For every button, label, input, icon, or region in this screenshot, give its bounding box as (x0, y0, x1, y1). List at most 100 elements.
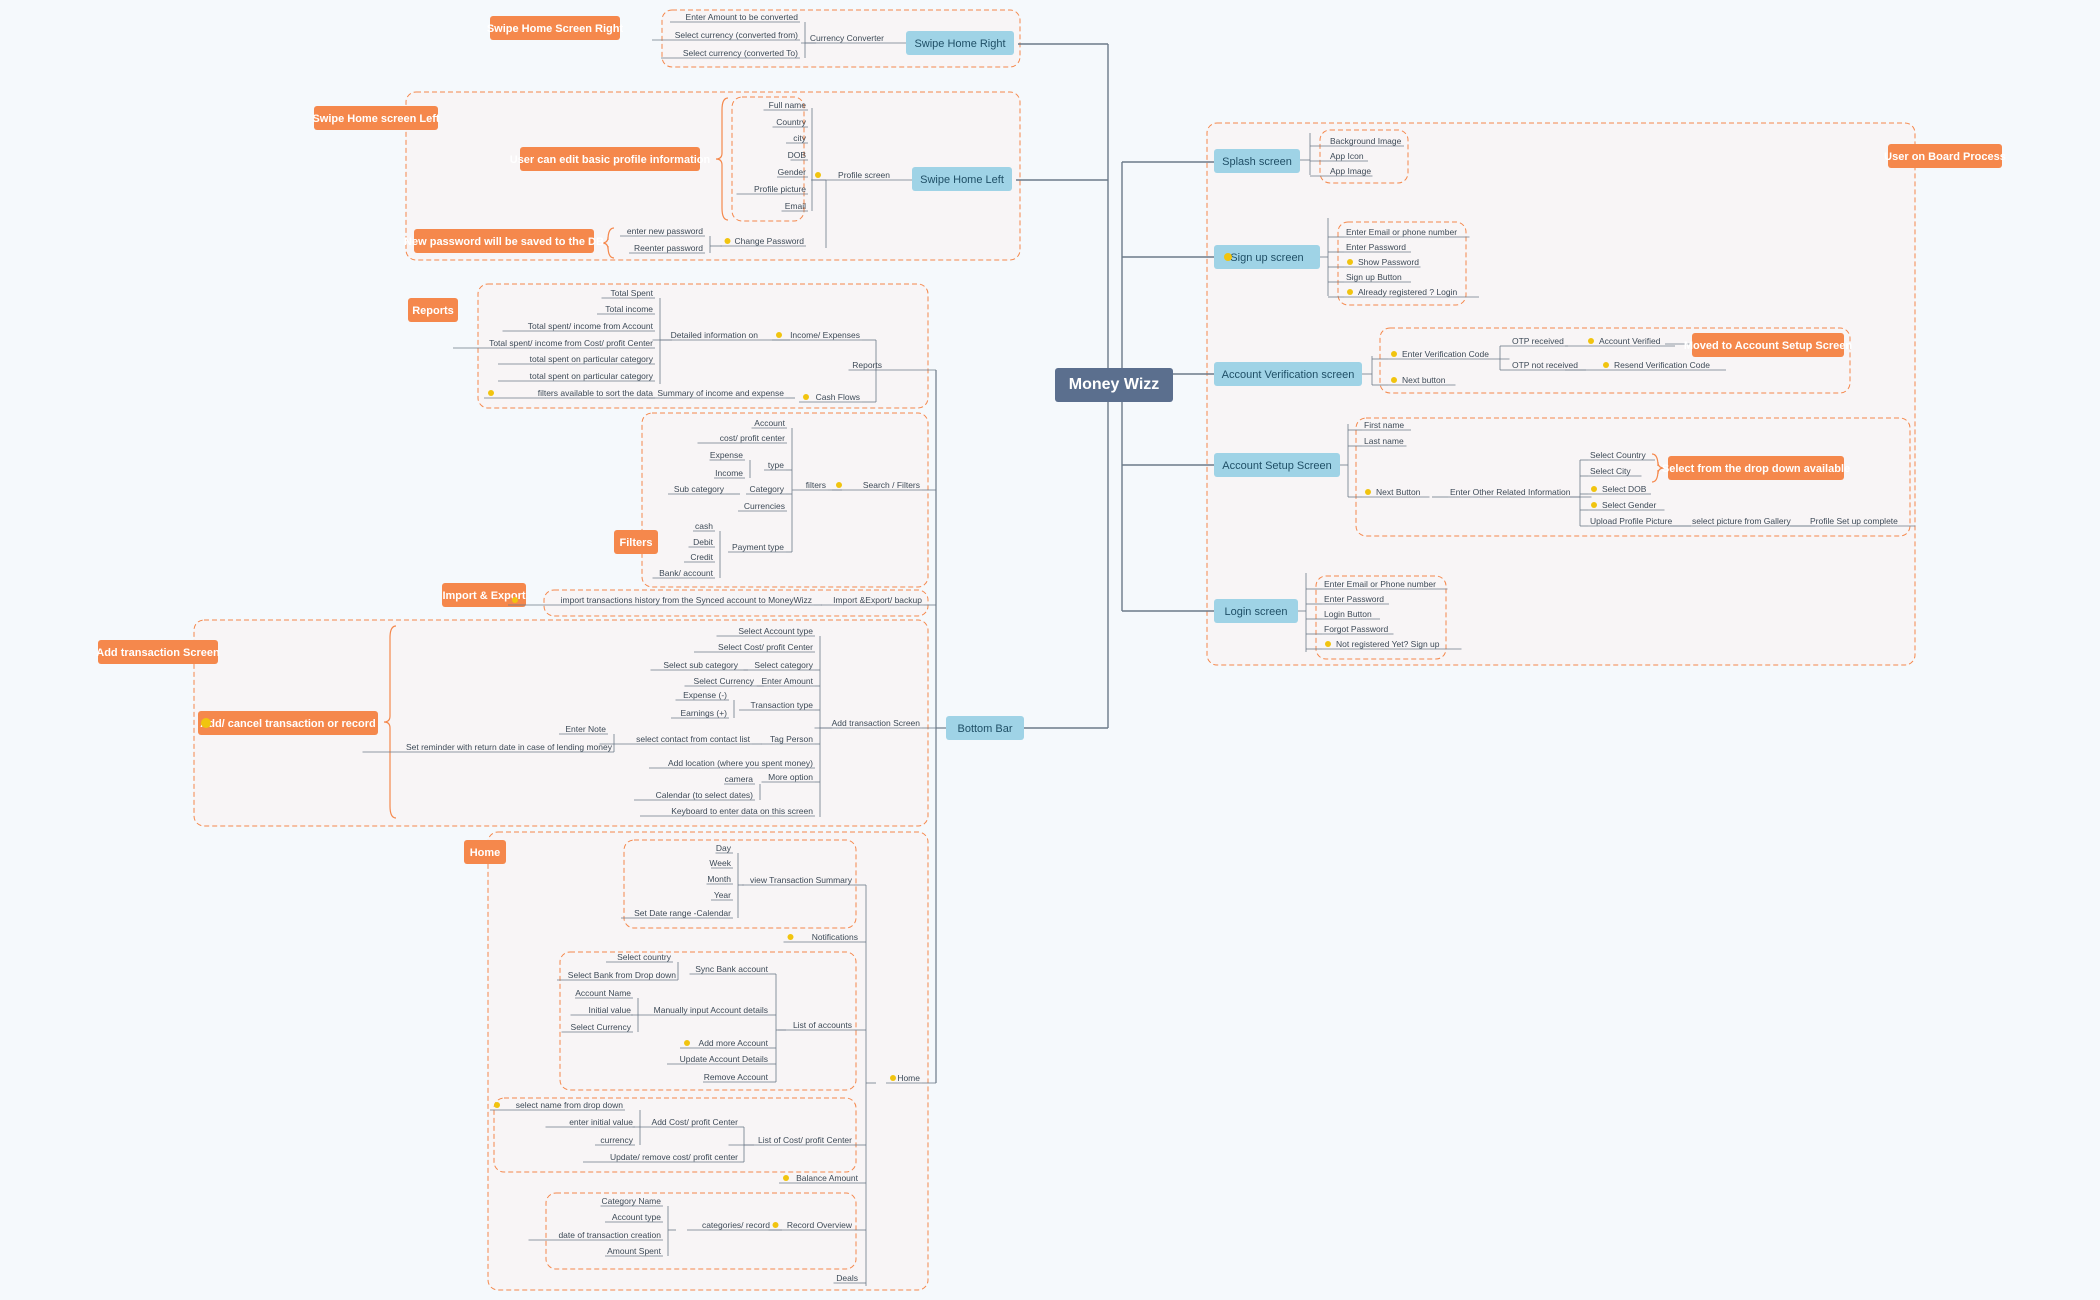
node-already-registered-login[interactable]: Already registered ? Login (1344, 287, 1479, 298)
node-day[interactable]: Day (715, 843, 734, 854)
node-show-password[interactable]: Show Password (1344, 257, 1421, 268)
node-select-country[interactable]: Select country (606, 952, 673, 963)
callout-filters[interactable]: Filters (614, 530, 658, 554)
node-select-picture-from-gallery[interactable]: select picture from Gallery (1690, 516, 1816, 527)
node-calendar-to-select-dates[interactable]: Calendar (to select dates) (634, 790, 755, 801)
node-select-currency[interactable]: Select Currency (684, 676, 757, 687)
node-import-export-backup[interactable]: Import &Export/ backup (821, 595, 924, 606)
node-transaction-type[interactable]: Transaction type (739, 700, 815, 711)
node-search-filters[interactable]: Search / Filters (832, 480, 922, 491)
node-select-city[interactable]: Select City (1588, 466, 1642, 477)
node-deals[interactable]: Deals (833, 1273, 861, 1284)
node-select-account-type[interactable]: Select Account type (716, 626, 816, 637)
node-total-spent-on-particular-category[interactable]: total spent on particular category (498, 371, 655, 382)
node-select-cost-profit-center[interactable]: Select Cost/ profit Center (694, 642, 815, 653)
callout-user-on-board-process[interactable]: User on Board Process (1884, 144, 2006, 168)
node-dob[interactable]: DOB (788, 150, 808, 161)
node-gender[interactable]: Gender (777, 167, 808, 178)
node-view-transaction-summary[interactable]: view Transaction Summary (742, 875, 854, 886)
node-country[interactable]: Country (772, 117, 809, 128)
node-login-screen[interactable]: Login screen (1214, 599, 1298, 623)
node-first-name[interactable]: First name (1362, 420, 1411, 431)
node-categories-record[interactable]: categories/ record (687, 1220, 772, 1231)
node-add-more-account[interactable]: Add more Account (680, 1038, 770, 1049)
node-debit[interactable]: Debit (688, 537, 716, 548)
callout-select-from-drop-down[interactable]: Select from the drop down available (1662, 456, 1850, 480)
node-import-transactions-history-from-the-syn[interactable]: import transactions history from the Syn… (508, 595, 814, 606)
node-total-income[interactable]: Total income (597, 304, 655, 315)
node-payment-type[interactable]: Payment type (728, 542, 786, 553)
node-next-button[interactable]: Next button (1388, 375, 1456, 386)
node-currency-converter[interactable]: Currency Converter (801, 33, 886, 44)
node-total-spent-income-from-cost-profit-cent[interactable]: Total spent/ income from Cost/ profit Ce… (453, 338, 655, 349)
node-add-cost-profit-center[interactable]: Add Cost/ profit Center (632, 1117, 741, 1128)
node-sign-up-button[interactable]: Sign up Button (1344, 272, 1411, 283)
node-total-spent-income-from-account[interactable]: Total spent/ income from Account (502, 321, 656, 332)
node-notifications[interactable]: Notifications (783, 932, 861, 943)
node-select-category[interactable]: Select category (743, 660, 816, 671)
node-select-country[interactable]: Select Country (1588, 450, 1655, 461)
node-full-name[interactable]: Full name (763, 100, 809, 111)
root-node-money-wizz[interactable]: Money Wizz (1055, 368, 1173, 402)
node-currencies[interactable]: Currencies (738, 501, 787, 512)
node-more-option[interactable]: More option (761, 772, 816, 783)
node-set-date-range-calendar[interactable]: Set Date range -Calendar (621, 908, 733, 919)
node-year[interactable]: Year (711, 890, 733, 901)
node-cost-profit-center[interactable]: cost/ profit center (697, 433, 788, 444)
node-enter-amount-to-be-converted[interactable]: Enter Amount to be converted (670, 12, 800, 23)
node-currency[interactable]: currency (595, 1135, 635, 1146)
node-income-expenses[interactable]: Income/ Expenses (772, 330, 862, 341)
node-sub-category[interactable]: Sub category (668, 484, 726, 495)
node-splash-screen[interactable]: Splash screen (1214, 149, 1300, 173)
node-enter-password[interactable]: Enter Password (1322, 594, 1389, 605)
node-expense[interactable]: Expense (-) (675, 690, 730, 701)
node-email[interactable]: Email (781, 201, 809, 212)
node-update-account-details[interactable]: Update Account Details (667, 1054, 770, 1065)
node-profile-picture[interactable]: Profile picture (736, 184, 809, 195)
node-set-reminder-with-return-date-in-case-of[interactable]: Set reminder with return date in case of… (362, 742, 615, 753)
node-enter-email-or-phone-number[interactable]: Enter Email or Phone number (1322, 579, 1448, 590)
node-detailed-information-on[interactable]: Detailed information on (652, 330, 761, 341)
node-type[interactable]: type (764, 460, 786, 471)
node-update-remove-cost-profit-center[interactable]: Update/ remove cost/ profit center (583, 1152, 740, 1163)
callout-new-password-saved[interactable]: New password will be saved to the DB (404, 229, 604, 253)
node-enter-initial-value[interactable]: enter initial value (545, 1117, 636, 1128)
node-account-type[interactable]: Account type (605, 1212, 663, 1223)
node-city[interactable]: city (786, 133, 808, 144)
node-cash[interactable]: cash (693, 521, 715, 532)
callout-swipe-home-screen-right[interactable]: Swipe Home Screen Right (487, 16, 624, 40)
node-not-registered-yet-sign-up[interactable]: Not registered Yet? Sign up (1322, 639, 1462, 650)
node-profile-set-up-complete[interactable]: Profile Set up complete (1808, 516, 1916, 527)
node-camera[interactable]: camera (724, 774, 755, 785)
node-keyboard-to-enter-data-on-this-screen[interactable]: Keyboard to enter data on this screen (640, 806, 815, 817)
node-category-name[interactable]: Category Name (600, 1196, 664, 1207)
node-credit[interactable]: Credit (684, 552, 715, 563)
node-select-bank-from-drop-down[interactable]: Select Bank from Drop down (557, 970, 678, 981)
node-enter-password[interactable]: Enter Password (1344, 242, 1411, 253)
node-expense[interactable]: Expense (709, 450, 746, 461)
node-select-dob[interactable]: Select DOB (1588, 484, 1651, 495)
callout-add-cancel-transaction[interactable]: Add/ cancel transaction or record (198, 711, 378, 735)
node-swipe-home-left[interactable]: Swipe Home Left (912, 167, 1012, 191)
node-category[interactable]: Category (746, 484, 786, 495)
node-enter-other-related-information[interactable]: Enter Other Related Information (1448, 487, 1592, 498)
node-select-currency[interactable]: Select Currency (561, 1022, 634, 1033)
node-list-of-cost-profit-center[interactable]: List of Cost/ profit Center (728, 1135, 855, 1146)
node-next-button[interactable]: Next Button (1362, 487, 1430, 498)
node-filters-available-to-sort-the-data[interactable]: filters available to sort the data (484, 388, 655, 399)
node-resend-verification-code[interactable]: Resend Verification Code (1600, 360, 1726, 371)
callout-reports[interactable]: Reports (408, 298, 458, 322)
node-select-contact-from-contact-list[interactable]: select contact from contact list (599, 734, 753, 745)
node-login-button[interactable]: Login Button (1322, 609, 1380, 620)
node-add-location-where-you-spent-money[interactable]: Add location (where you spent money) (649, 758, 815, 769)
node-earnings[interactable]: Earnings (+) (671, 708, 729, 719)
node-change-password[interactable]: Change Password (720, 236, 807, 247)
node-list-of-accounts[interactable]: List of accounts (778, 1020, 854, 1031)
node-otp-not-received[interactable]: OTP not received (1510, 360, 1586, 371)
node-remove-account[interactable]: Remove Account (703, 1072, 770, 1083)
node-select-name-from-drop-down[interactable]: select name from drop down (490, 1100, 625, 1111)
node-enter-email-or-phone-number[interactable]: Enter Email or phone number (1344, 227, 1470, 238)
node-home[interactable]: Home (886, 1073, 922, 1084)
node-enter-verification-code[interactable]: Enter Verification Code (1388, 349, 1510, 360)
callout-user-can-edit-profile[interactable]: User can edit basic profile information (510, 147, 711, 171)
